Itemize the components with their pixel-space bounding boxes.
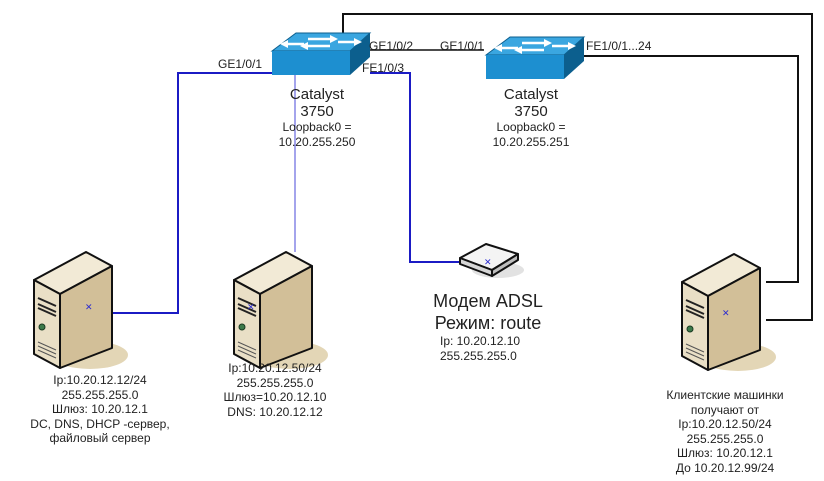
- clients-line: Шлюз: 10.20.12.1: [677, 446, 773, 460]
- server-2-tower-server-icon[interactable]: [230, 250, 330, 372]
- switch1-loopback-label: Loopback0 =: [282, 120, 352, 134]
- modem-label: Модем ADSL Режим: route: [418, 290, 558, 334]
- modem-mode: Режим: route: [434, 313, 542, 333]
- switch1-port-ge1-0-1: GE1/0/1: [218, 57, 263, 71]
- server-dc-label: Ip:10.20.12.12/24 255.255.255.0 Шлюз: 10…: [0, 373, 200, 446]
- server-dc-line: Ip:10.20.12.12/24: [53, 373, 147, 387]
- modem-ip: Ip: 10.20.12.10: [440, 334, 521, 348]
- link-switch1-clients: [342, 13, 813, 321]
- clients-label: Клиентские машинки получают от Ip:10.20.…: [650, 388, 800, 475]
- modem-title: Модем ADSL: [433, 291, 543, 311]
- link-switch1-modem: [370, 72, 487, 263]
- server-dc-line: файловый сервер: [49, 431, 151, 445]
- switch2-network-switch-icon[interactable]: [482, 35, 586, 81]
- server-2-connection-point-icon: ✕: [247, 302, 255, 312]
- clients-line: Ip:10.20.12.50/24: [678, 417, 772, 431]
- modem-mask: 255.255.255.0: [440, 348, 517, 363]
- server-2-line: Ip:10.20.12.50/24: [228, 361, 322, 375]
- link-switch1-server-dc: [112, 72, 272, 314]
- server-2-line: 255.255.255.0: [236, 375, 314, 390]
- switch2-loopback-label: Loopback0 =: [496, 120, 566, 134]
- server-dc-line: 255.255.255.0: [61, 387, 139, 402]
- server-dc-connection-point-icon: ✕: [85, 302, 93, 312]
- switch1-port-fe1-0-3: FE1/0/3: [362, 61, 405, 75]
- switch2-loopback-ip: 10.20.255.251: [492, 134, 570, 149]
- switch1-model: 3750: [300, 103, 334, 120]
- switch1-network-switch-icon[interactable]: [268, 31, 372, 77]
- switch2-port-ge1-0-1: GE1/0/1: [440, 39, 485, 53]
- switch1-port-ge1-0-2: GE1/0/2: [369, 39, 414, 53]
- switch2-model: 3750: [514, 103, 548, 120]
- clients-connection-point-icon: ✕: [722, 308, 730, 318]
- switch2-port-fe1-0-1-24: FE1/0/1...24: [586, 39, 652, 53]
- clients-line: До 10.20.12.99/24: [675, 460, 775, 475]
- server-dc-tower-server-icon[interactable]: [30, 250, 130, 372]
- adsl-modem-icon[interactable]: [456, 240, 526, 280]
- modem-ip-block: Ip: 10.20.12.10 255.255.255.0: [430, 334, 540, 363]
- server-dc-line: DC, DNS, DHCP -сервер,: [30, 416, 170, 431]
- server-2-label: Ip:10.20.12.50/24 255.255.255.0 Шлюз=10.…: [205, 361, 345, 419]
- switch1-name: Catalyst: [289, 86, 345, 103]
- clients-line: получают от: [690, 402, 760, 417]
- switch1-label: Catalyst 3750 Loopback0 = 10.20.255.250: [262, 86, 372, 149]
- clients-line: Клиентские машинки: [666, 388, 784, 402]
- switch1-loopback-ip: 10.20.255.250: [278, 134, 356, 149]
- switch2-name: Catalyst: [503, 86, 559, 103]
- switch2-label: Catalyst 3750 Loopback0 = 10.20.255.251: [476, 86, 586, 149]
- link-switch2-clients: [578, 55, 799, 283]
- server-2-line: Шлюз=10.20.12.10: [223, 390, 327, 404]
- clients-tower-server-icon[interactable]: [678, 252, 778, 374]
- clients-line: 255.255.255.0: [686, 431, 764, 446]
- server-dc-line: Шлюз: 10.20.12.1: [52, 402, 148, 416]
- server-2-line: DNS: 10.20.12.12: [227, 404, 323, 419]
- modem-connection-point-icon: ✕: [484, 257, 492, 267]
